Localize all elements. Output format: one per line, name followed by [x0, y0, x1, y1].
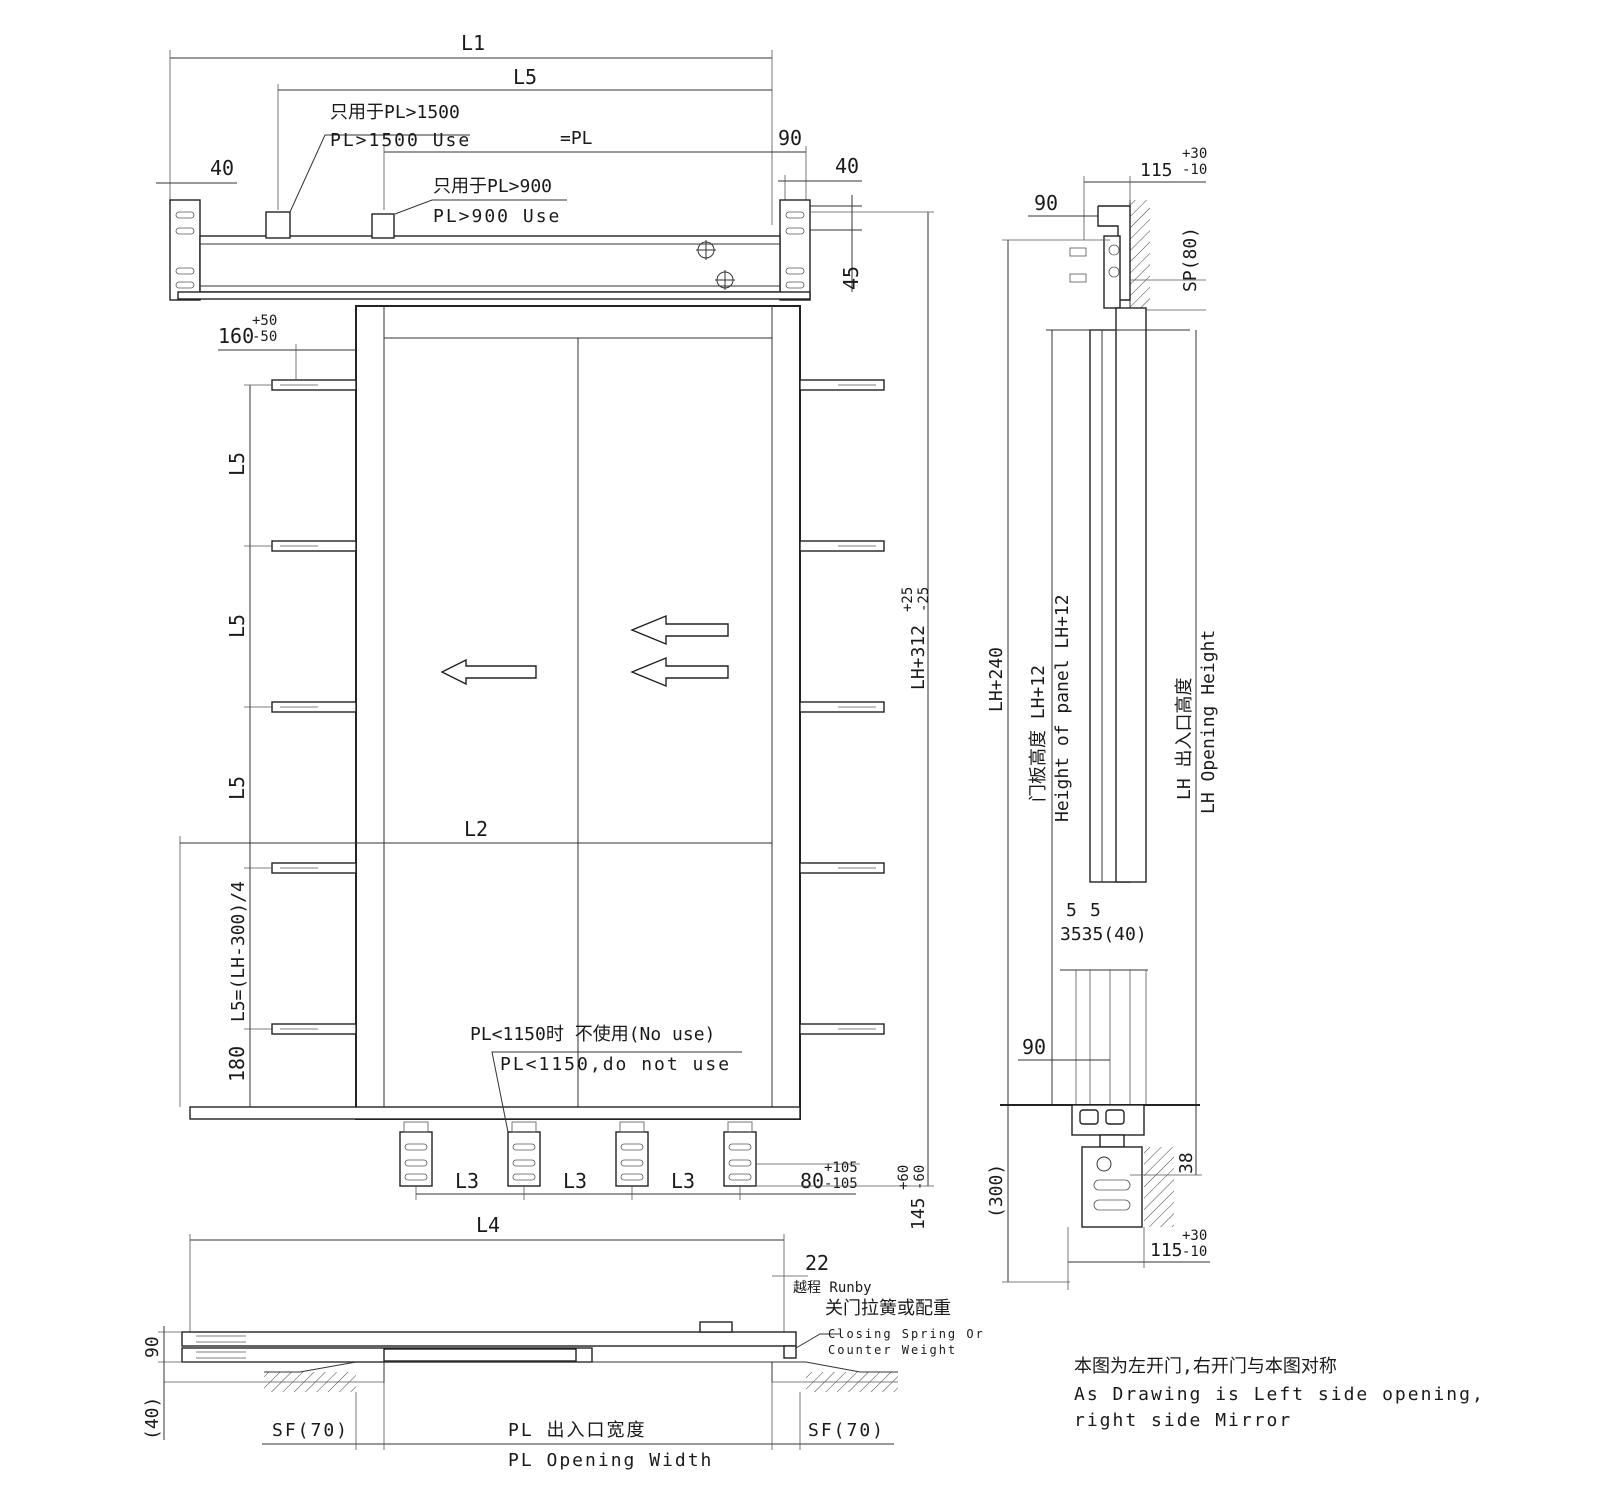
tol-160-dn: -50 [252, 329, 277, 345]
drawing-note: 本图为左开门,右开门与本图对称 As Drawing is Left side … [1074, 1356, 1485, 1431]
label-180: 180 [225, 1046, 249, 1082]
label-38: 38 [1176, 1152, 1197, 1174]
label-l5-b: L5 [225, 614, 249, 638]
label-panel-cn: 门板高度 LH+12 [1028, 665, 1049, 802]
label-pl-cn: PL 出入口宽度 [508, 1420, 647, 1441]
note-pl1150-cn: PL<1150时 不使用(No use) [470, 1024, 715, 1045]
label-145: 145 [908, 1197, 929, 1230]
label-l5-a: L5 [225, 452, 249, 476]
label-l2: L2 [464, 817, 488, 841]
label-80: 80 [800, 1169, 824, 1193]
tol-115-top-dn: -10 [1182, 162, 1207, 178]
label-300: (300) [986, 1164, 1007, 1218]
label-lh-en: LH Opening Height [1198, 630, 1219, 814]
door-panel-outer [181, 1331, 797, 1347]
plan-view: L4 22 越程 Runby 关门拉簧或配重 Closing Spring Or… [142, 1213, 985, 1471]
label-22: 22 [805, 1251, 829, 1275]
label-40-right: 40 [835, 154, 859, 178]
label-l3-a: L3 [455, 1169, 479, 1193]
label-sf-right: SF(70) [808, 1420, 885, 1441]
label-90-plan: 90 [142, 1336, 163, 1358]
bracket-pl1500 [265, 211, 291, 239]
leader-pl1150 [491, 1051, 742, 1133]
left-bracket [169, 199, 201, 301]
spring-box [783, 1345, 797, 1359]
note-spring-en2: Counter Weight [828, 1343, 957, 1357]
tol-80-up: +105 [824, 1160, 858, 1176]
label-sf-left: SF(70) [272, 1420, 349, 1441]
note-spring-cn: 关门拉簧或配重 [825, 1298, 951, 1319]
hanger-section [1103, 235, 1121, 309]
side-view: 115 +30 -10 90 SP(80) LH+240 门板高度 LH+12 … [986, 146, 1219, 1290]
sill [189, 1106, 801, 1120]
label-runby: 越程 Runby [793, 1280, 872, 1296]
note-en1: As Drawing is Left side opening, [1074, 1384, 1485, 1405]
bracket-pl900 [371, 213, 395, 239]
note-pl1150-en: PL<1150,do not use [500, 1054, 731, 1075]
tol-160-up: +50 [252, 313, 277, 329]
label-sp80: SP(80) [1180, 227, 1201, 292]
label-90-mid: 90 [1022, 1035, 1046, 1059]
label-115-bot: 115 [1150, 1240, 1183, 1261]
label-l3-c: L3 [671, 1169, 695, 1193]
note-spring-en1: Closing Spring Or [828, 1327, 985, 1341]
label-5a: 5 [1066, 900, 1077, 921]
note-pl1500-en: PL>1500 Use [330, 130, 471, 151]
label-40-left: 40 [210, 156, 234, 180]
sill-bracket-section [1081, 1146, 1143, 1228]
right-double-arrow-icon [630, 614, 729, 688]
wall-top-hatch [1130, 200, 1150, 310]
front-view: L1 L5 =PL 40 90 40 只用于PL>1500 PL>1500 Us… [156, 31, 934, 1230]
tol-80-dn: -105 [824, 1176, 858, 1192]
label-45: 45 [839, 266, 863, 290]
note-pl1500-cn: 只用于PL>1500 [330, 102, 460, 123]
note-cn: 本图为左开门,右开门与本图对称 [1074, 1356, 1337, 1377]
label-160: 160 [218, 324, 254, 348]
label-90-top: 90 [778, 126, 802, 150]
label-l4: L4 [476, 1213, 500, 1237]
tol-115-top-up: +30 [1182, 146, 1207, 162]
leader-pl900 [394, 199, 567, 215]
tol-115-bot-dn: -10 [1182, 1244, 1207, 1260]
tol-145-dn: -60 [912, 1165, 928, 1190]
label-panel-en: Height of panel LH+12 [1052, 594, 1073, 822]
label-l1: L1 [461, 31, 485, 55]
label-lh312: LH+312 [908, 625, 929, 690]
label-90-side: 90 [1034, 191, 1058, 215]
label-l5-top: L5 [513, 65, 537, 89]
label-pl-en: PL Opening Width [508, 1450, 713, 1471]
bottom-brackets [399, 1121, 757, 1187]
frame-section [1115, 307, 1147, 883]
label-lh-cn: LH 出入口高度 [1174, 677, 1195, 800]
leader-pl1500 [289, 134, 470, 213]
label-l5-formula: L5=(LH-300)/4 [228, 881, 249, 1022]
tol-lh-dn: -25 [916, 587, 932, 612]
note-en2: right side Mirror [1074, 1410, 1292, 1431]
label-lh240: LH+240 [986, 647, 1007, 712]
roller-icon [696, 240, 735, 290]
tol-145-up: +60 [896, 1165, 912, 1190]
label-35-row: 3535(40) [1060, 924, 1147, 945]
left-arrow-icon [440, 658, 537, 686]
tol-115-bot-up: +30 [1182, 1228, 1207, 1244]
note-pl900-en: PL>900 Use [433, 206, 561, 227]
note-pl900-cn: 只用于PL>900 [433, 176, 552, 197]
label-l3-b: L3 [563, 1169, 587, 1193]
tol-lh-up: +25 [900, 587, 916, 612]
label-eq-pl: =PL [560, 128, 593, 149]
wall-bottom-hatch [1144, 1147, 1174, 1227]
label-40-plan: (40) [142, 1397, 163, 1440]
leader-spring [795, 1333, 840, 1349]
label-115-top: 115 [1140, 160, 1173, 181]
plan-stopper [699, 1321, 733, 1333]
header-base [177, 291, 811, 300]
label-5b: 5 [1090, 900, 1101, 921]
panel-lap [383, 1348, 577, 1362]
label-l5-c: L5 [225, 776, 249, 800]
right-bracket [779, 199, 811, 301]
